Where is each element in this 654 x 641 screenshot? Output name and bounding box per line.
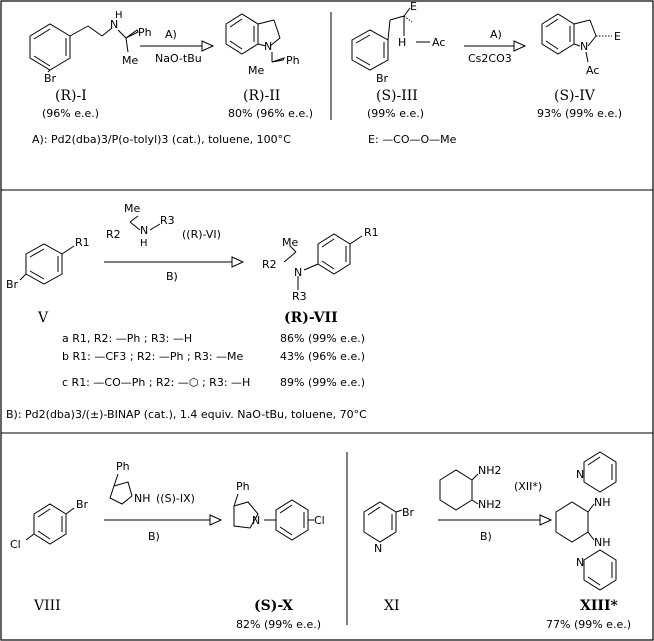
- atom-E-SIII: E: [410, 0, 417, 13]
- atom-R2-VII: R2: [262, 258, 277, 271]
- atom-Br-SIII: Br: [376, 72, 389, 85]
- row-c-yield: 89% (99% e.e.): [280, 376, 365, 389]
- compound-label-V: V: [37, 310, 49, 326]
- structure-SIV: E N Ac: [541, 13, 621, 77]
- arrowhead-5: [539, 514, 553, 526]
- note-B: B): Pd2(dba)3/(±)-BINAP (cat.), 1.4 equi…: [6, 408, 367, 421]
- atom-N-RII: N: [264, 40, 272, 53]
- atom-H-VI: H: [140, 238, 148, 249]
- atom-Me-RI: Me: [122, 54, 138, 67]
- structure-SX: Ph N Cl: [233, 480, 325, 541]
- yield-SX: 82% (99% e.e.): [236, 618, 321, 631]
- atom-Ac-SIV: Ac: [586, 64, 599, 77]
- structure-RVII: R1 Me R2 N R3: [262, 226, 379, 303]
- note-A: A): Pd2(dba)3/P(o-tolyl)3 (cat.), toluen…: [32, 133, 291, 146]
- structure-XI: Br N: [363, 501, 415, 555]
- row-c-label: c R1: —CO—Ph ; R2: —⬡ ; R3: —H: [62, 376, 250, 389]
- atom-Br-VIII: Br: [76, 498, 89, 511]
- atom-R1-V: R1: [75, 236, 90, 249]
- atom-Ph-RI: Ph: [138, 26, 152, 39]
- reagent-IX: ((S)-IX): [156, 492, 195, 505]
- arrowhead-3: [231, 256, 245, 268]
- row-b-label: b R1: —CF3 ; R2: —Ph ; R3: —Me: [62, 350, 244, 363]
- structure-V: R1 Br: [6, 236, 90, 291]
- reagent-XII: (XII*): [514, 480, 542, 493]
- compound-label-XIII: XIII*: [580, 598, 619, 614]
- structure-IX: Ph NH: [109, 460, 151, 505]
- atom-NH2-XII-b: NH2: [478, 498, 502, 511]
- atom-N-XI: N: [374, 542, 382, 555]
- atom-Me-VII: Me: [282, 236, 298, 249]
- compound-label-XI: XI: [384, 598, 400, 614]
- atom-Me-VI: Me: [124, 202, 140, 215]
- compound-label-RII: (R)-II: [243, 88, 280, 104]
- structure-RII: N Ph Me: [225, 13, 300, 77]
- structure-RI: N H Ph Me Br: [29, 10, 152, 85]
- atom-Br-RI: Br: [44, 72, 57, 85]
- ee-RI: (96% e.e.): [42, 107, 99, 120]
- atom-N-SIV: N: [580, 40, 588, 53]
- atom-N-py2: N: [576, 556, 584, 569]
- note-E: E: —CO—O—Me: [368, 133, 457, 146]
- yield-SIV: 93% (99% e.e.): [537, 107, 622, 120]
- structure-VIII: Br Cl: [10, 498, 89, 551]
- cond-A1-bottom: NaO-tBu: [155, 52, 202, 65]
- atom-NH-2: NH: [594, 536, 611, 549]
- cond-B-3: B): [480, 530, 492, 543]
- compound-label-SIV: (S)-IV: [554, 88, 596, 104]
- compound-label-RVII: (R)-VII: [284, 310, 338, 326]
- structure-SIII: E H Ac Br: [351, 0, 445, 85]
- atom-Ac-SIII: Ac: [432, 36, 445, 49]
- atom-N-VI: N: [140, 224, 148, 237]
- atom-R2-VI: R2: [106, 228, 121, 241]
- cond-B-1: B): [166, 270, 178, 283]
- atom-NH2-XII-a: NH2: [478, 464, 502, 477]
- atom-Ph-RII: Ph: [286, 54, 300, 67]
- structure-XIII: N NH NH N: [555, 451, 617, 591]
- row-a-yield: 86% (99% e.e.): [280, 332, 365, 345]
- atom-N-py1: N: [576, 468, 584, 481]
- atom-R3-VII: R3: [292, 290, 307, 303]
- atom-R3-VI: R3: [160, 214, 175, 227]
- compound-label-VIII: VIII: [33, 598, 61, 614]
- atom-Br-XI: Br: [402, 506, 415, 519]
- atom-N-H-RI: N: [110, 18, 118, 31]
- atom-R1-VII: R1: [364, 226, 379, 239]
- atom-N-SX: N: [252, 514, 260, 527]
- cond-A2-bottom: Cs2CO3: [468, 52, 512, 65]
- atom-E-SIV: E: [614, 30, 621, 43]
- cond-A1-top: A): [165, 28, 177, 41]
- atom-Ph-SX: Ph: [236, 480, 250, 493]
- atom-NH-SIII: H: [398, 36, 406, 49]
- atom-Me-RII: Me: [248, 64, 264, 77]
- row-a-label: a R1, R2: —Ph ; R3: —H: [62, 332, 192, 345]
- structure-XII: NH2 NH2: [439, 464, 502, 511]
- compound-label-SIII: (S)-III: [376, 88, 418, 104]
- arrowhead-1: [201, 40, 215, 52]
- atom-NH-1: NH: [594, 496, 611, 509]
- cond-B-2: B): [148, 530, 160, 543]
- atom-N-VII: N: [294, 266, 302, 279]
- structure-VI: Me R2 N H R3: [106, 202, 175, 249]
- row-b-yield: 43% (96% e.e.): [280, 350, 365, 363]
- atom-Ph-IX: Ph: [116, 460, 130, 473]
- atom-Cl-SX: Cl: [314, 514, 325, 527]
- reagent-VI: ((R)-VI): [182, 228, 221, 241]
- arrowhead-2: [513, 40, 527, 52]
- atom-H-RI: H: [115, 10, 123, 21]
- atom-Cl-VIII: Cl: [10, 538, 21, 551]
- atom-Br-V: Br: [6, 278, 19, 291]
- atom-NH-IX: NH: [134, 492, 151, 505]
- yield-XIII: 77% (99% e.e.): [546, 618, 631, 631]
- yield-RII: 80% (96% e.e.): [228, 107, 313, 120]
- cond-A2-top: A): [490, 28, 502, 41]
- ee-SIII: (99% e.e.): [367, 107, 424, 120]
- compound-label-SX: (S)-X: [254, 598, 293, 614]
- arrowhead-4: [209, 514, 223, 526]
- compound-label-RI: (R)-I: [55, 88, 87, 104]
